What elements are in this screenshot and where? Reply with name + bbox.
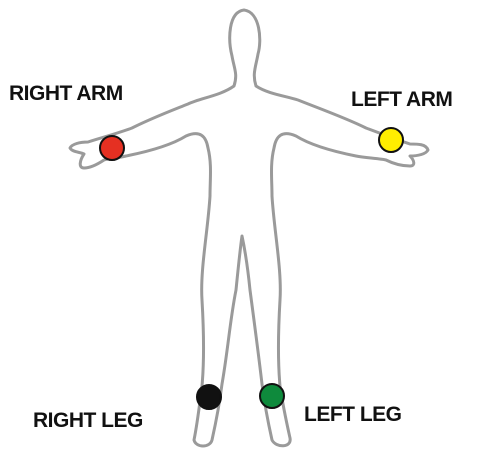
right-leg-label: RIGHT LEG: [33, 410, 143, 431]
human-body-outline: [70, 10, 428, 446]
left-arm-label: LEFT ARM: [351, 89, 452, 110]
left-arm-electrode: [379, 128, 403, 152]
left-leg-label: LEFT LEG: [304, 404, 402, 425]
left-leg-electrode: [260, 384, 284, 408]
right-leg-electrode: [197, 385, 221, 409]
right-arm-electrode: [100, 136, 124, 160]
right-arm-label: RIGHT ARM: [9, 83, 123, 104]
